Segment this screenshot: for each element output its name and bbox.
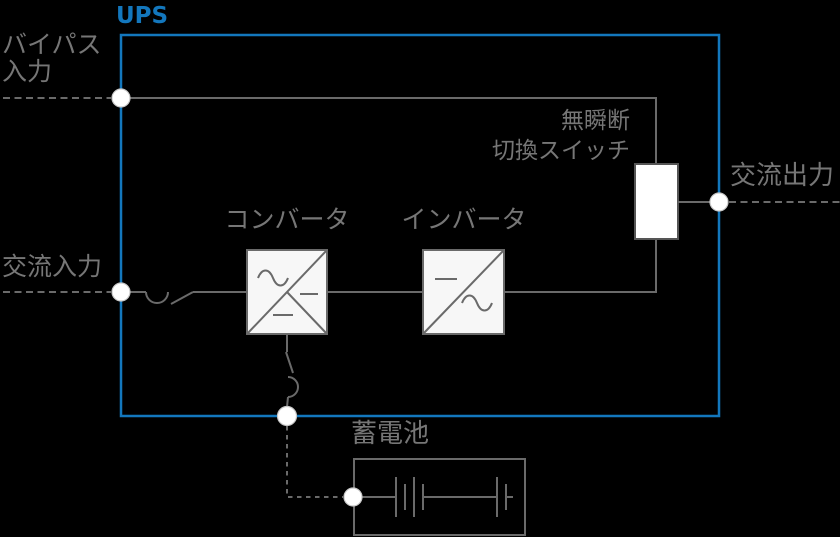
bypass-input-node: [111, 88, 131, 108]
battery-switch-contact-arc: [287, 376, 299, 398]
transfer-switch-box: [634, 163, 679, 240]
bypass-input-label: バイパス 入力: [2, 30, 102, 86]
converter-label: コンバータ: [224, 205, 350, 234]
converter-split-diagonal: [286, 291, 328, 335]
ups-title: UPS: [116, 3, 169, 29]
inverter-label: インバータ: [401, 205, 527, 234]
battery-switch-lead: [286, 396, 289, 408]
inverter-ac-sine-icon: [461, 294, 493, 312]
input-switch-contact-arc: [145, 291, 169, 304]
battery-terminal-node: [343, 487, 363, 507]
battery-dashed-line: [286, 426, 343, 498]
ac-output-label: 交流出力: [730, 161, 835, 191]
inverter-diagonal: [422, 249, 505, 335]
transfer-switch-label: 無瞬断 切換スイッチ: [492, 108, 630, 164]
ac-output-node: [709, 192, 729, 212]
input-switch-blade: [170, 291, 194, 305]
ups-boundary-box: [119, 33, 721, 418]
battery-label: 蓄電池: [351, 419, 430, 449]
ac-input-label: 交流入力: [2, 252, 103, 281]
bypass-line: [130, 97, 657, 164]
battery-branch-node: [276, 405, 298, 427]
ac-input-node: [111, 282, 131, 302]
converter-ac-sine-icon: [257, 269, 289, 287]
inverter-to-switch-line: [504, 239, 657, 293]
battery-switch-blade: [285, 351, 294, 374]
